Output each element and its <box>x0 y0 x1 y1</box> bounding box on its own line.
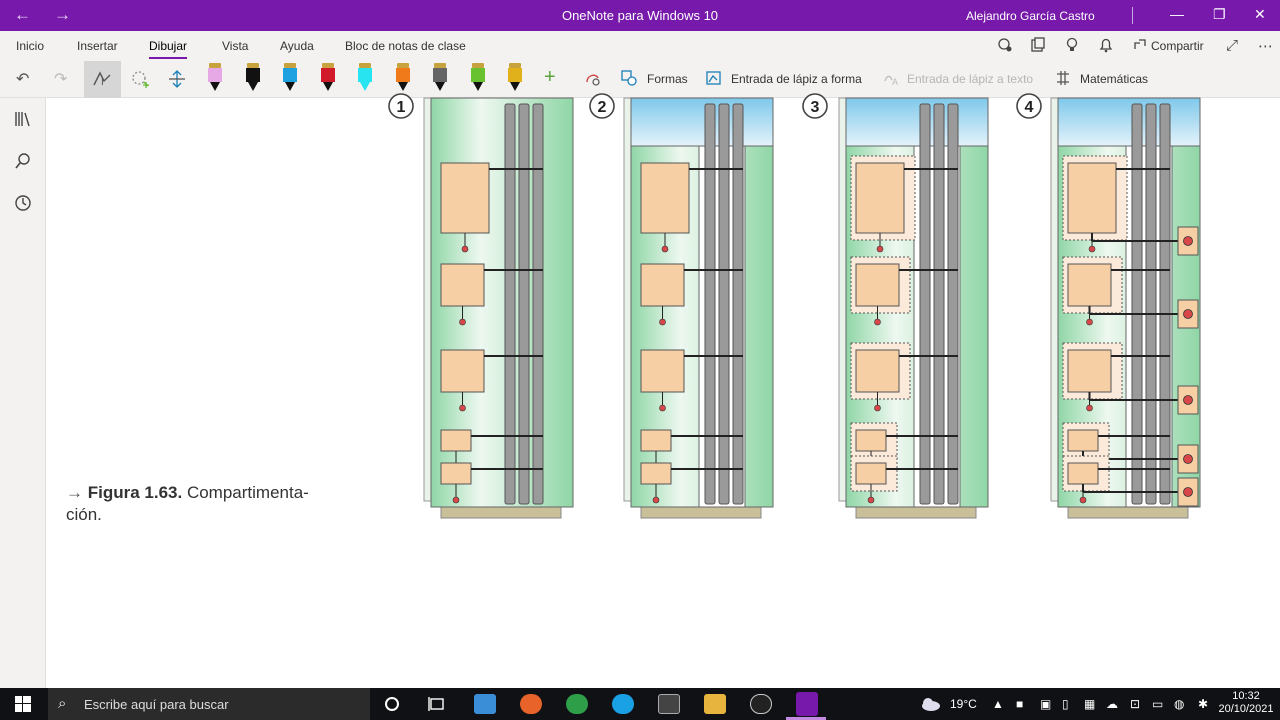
taskbar-search[interactable] <box>48 688 370 720</box>
sync-icon[interactable] <box>997 37 1013 57</box>
share-icon[interactable] <box>1133 37 1147 55</box>
obs-app-icon[interactable] <box>750 694 772 714</box>
firefox-app-icon[interactable] <box>520 694 542 714</box>
ribbon-tabs: Inicio Insertar Dibujar Vista Ayuda Bloc… <box>0 31 1280 61</box>
shapes-icon[interactable] <box>620 69 638 92</box>
back-icon[interactable]: ← <box>14 5 31 24</box>
math-button[interactable]: Matemáticas <box>1080 72 1149 86</box>
caption-arrow-icon: → <box>66 483 83 502</box>
tray-app-icon-1[interactable]: ▲ <box>992 697 1004 711</box>
pen-6[interactable] <box>394 62 412 94</box>
more-options-icon[interactable]: ⋯ <box>1258 38 1273 55</box>
search-icon[interactable] <box>14 152 32 175</box>
shapes-button[interactable]: Formas <box>647 72 688 86</box>
ink-to-text-icon[interactable]: A <box>882 69 900 92</box>
pen-4[interactable] <box>319 62 337 94</box>
fullscreen-icon[interactable]: ⤢ <box>1226 37 1239 54</box>
tab-ayuda[interactable]: Ayuda <box>280 39 314 53</box>
battery-icon[interactable]: ▭ <box>1152 697 1164 711</box>
app-title: OneNote para Windows 10 <box>561 8 719 23</box>
add-space-icon[interactable] <box>168 69 186 94</box>
tray-app-icon-5[interactable]: ▦ <box>1084 697 1096 711</box>
pen-7[interactable] <box>431 62 449 94</box>
lightbulb-icon[interactable] <box>1064 37 1080 57</box>
pen-5[interactable] <box>356 62 374 94</box>
temperature-readout[interactable]: 19°C <box>950 697 977 711</box>
windows-taskbar: ⌕ Escribe aquí para buscar 19°C ▲ ■ ▣ ▯ … <box>0 688 1280 720</box>
notebooks-icon[interactable] <box>14 110 32 133</box>
clock-time: 10:32 <box>1232 690 1260 702</box>
vscode-app-icon[interactable] <box>474 694 496 714</box>
forward-icon[interactable]: → <box>54 5 71 24</box>
page-canvas[interactable] <box>46 98 1280 688</box>
title-separator <box>1132 7 1133 24</box>
onedrive-cloud-icon[interactable]: ☁ <box>1106 697 1118 711</box>
left-navigation-rail <box>0 98 46 688</box>
undo-icon[interactable]: ↶ <box>16 71 30 88</box>
user-name[interactable]: Alejandro García Castro <box>966 9 1095 23</box>
clock-date: 20/10/2021 <box>1218 703 1274 715</box>
tab-insertar[interactable]: Insertar <box>77 39 118 53</box>
pen-2[interactable] <box>244 62 262 94</box>
weather-cloud-icon[interactable] <box>920 696 942 717</box>
taskbar-clock[interactable]: 10:32 20/10/2021 <box>1218 690 1274 716</box>
pen-8[interactable] <box>469 62 487 94</box>
svg-text:I: I <box>101 77 104 88</box>
tab-dibujar[interactable]: Dibujar <box>149 39 188 59</box>
tab-vista[interactable]: Vista <box>222 39 249 53</box>
pen-9[interactable] <box>506 62 524 94</box>
lasso-select-icon: I <box>93 71 111 88</box>
pages-icon[interactable] <box>1030 37 1046 57</box>
pen-3[interactable] <box>281 62 299 94</box>
tab-inicio[interactable]: Inicio <box>16 39 45 53</box>
recent-icon[interactable] <box>14 194 32 217</box>
tray-app-icon-4[interactable]: ▯ <box>1062 697 1069 711</box>
pen-1[interactable] <box>206 62 224 94</box>
active-app-indicator <box>786 717 826 720</box>
ink-to-text-button[interactable]: Entrada de lápiz a texto <box>907 72 1034 86</box>
title-bar: ← → OneNote para Windows 10 Alejandro Ga… <box>0 0 1280 31</box>
ink-to-shape-icon[interactable] <box>705 69 723 92</box>
caption-text-line2: ción. <box>66 505 102 524</box>
onenote-app-icon[interactable] <box>796 692 818 716</box>
notifications-icon[interactable] <box>1098 37 1114 57</box>
close-icon[interactable]: ✕ <box>1254 6 1266 22</box>
windows-start-icon[interactable] <box>15 696 31 717</box>
cortana-icon[interactable] <box>384 696 400 717</box>
svg-text:A: A <box>892 77 898 87</box>
bluetooth-icon[interactable]: ✱ <box>1198 697 1209 711</box>
draw-toolbar: ↶ ↷ I + Formas Entrada de lápiz a forma … <box>0 61 1280 98</box>
task-view-icon[interactable] <box>428 696 446 717</box>
maximize-icon[interactable]: ❐ <box>1213 6 1226 22</box>
redo-icon[interactable]: ↷ <box>54 71 68 88</box>
add-pen-icon[interactable]: + <box>544 66 556 88</box>
eraser-icon[interactable] <box>130 69 150 94</box>
math-icon[interactable] <box>1054 69 1072 92</box>
taskbar-search-input[interactable]: Escribe aquí para buscar <box>84 697 229 712</box>
security-icon[interactable]: ◍ <box>1174 697 1185 711</box>
lasso-select-button[interactable]: I <box>84 61 121 98</box>
chrome-app-icon[interactable] <box>566 694 588 714</box>
tray-app-icon-2[interactable]: ■ <box>1016 697 1024 711</box>
search-magnifier-icon: ⌕ <box>58 695 67 712</box>
skype-app-icon[interactable] <box>612 694 634 714</box>
minimize-icon[interactable]: — <box>1170 6 1184 22</box>
share-button[interactable]: Compartir <box>1151 39 1204 53</box>
terminal-app-icon[interactable] <box>658 694 680 714</box>
caption-text-line1: Compartimenta- <box>186 483 309 502</box>
file-explorer-app-icon[interactable] <box>704 694 726 714</box>
caption-label: Figura 1.63. <box>87 483 183 502</box>
tray-app-icon-3[interactable]: ▣ <box>1040 697 1052 711</box>
tab-bloc-de-notas-de-clase[interactable]: Bloc de notas de clase <box>345 39 466 53</box>
ink-replay-icon[interactable] <box>584 69 602 92</box>
figure-caption: → Figura 1.63. Compartimenta- ción. <box>66 482 309 526</box>
ink-to-shape-button[interactable]: Entrada de lápiz a forma <box>731 72 862 86</box>
network-icon[interactable]: ⊡ <box>1130 697 1141 711</box>
